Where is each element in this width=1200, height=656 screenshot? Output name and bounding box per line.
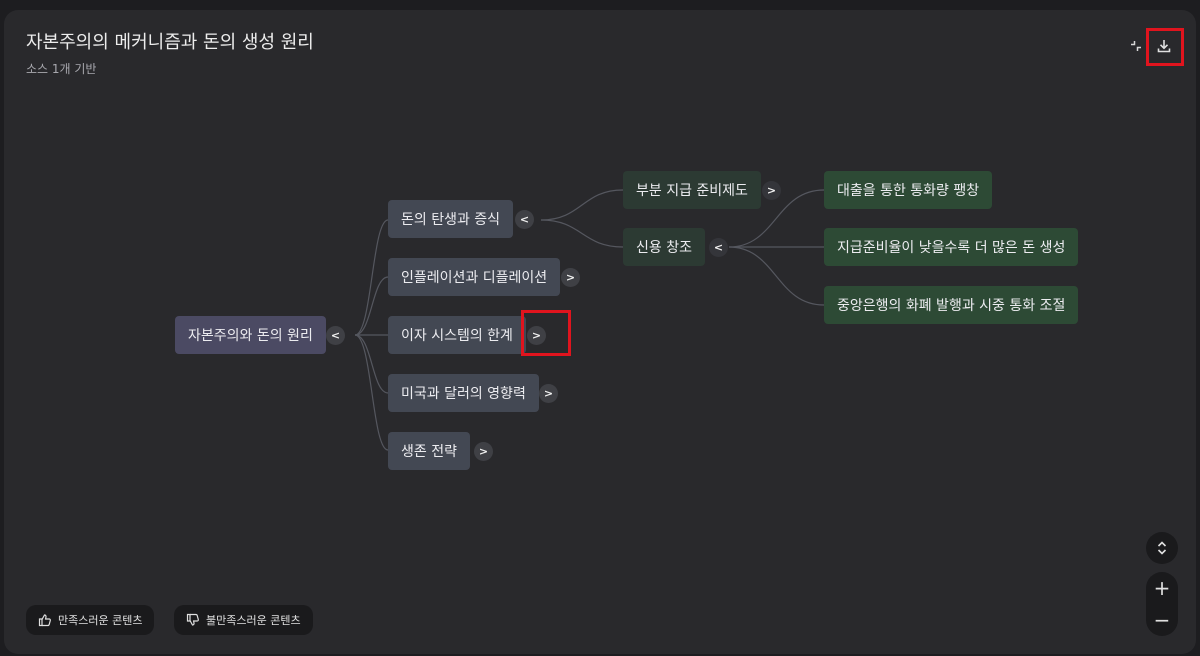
edge-root-to-survival <box>354 334 389 451</box>
collapse-arrows-icon <box>1131 41 1141 51</box>
thumbs-down-icon <box>186 613 199 626</box>
edge-root-to-birth <box>354 219 389 336</box>
node-money-birth-toggle[interactable]: < <box>515 210 534 229</box>
node-survival-strategy-toggle[interactable]: > <box>474 442 493 461</box>
mindmap-panel: 자본주의의 메커니즘과 돈의 생성 원리 소스 1개 기반 자본주의와 돈 <box>4 10 1196 654</box>
node-central-bank[interactable]: 중앙은행의 화폐 발행과 시중 통화 조절 <box>824 286 1079 324</box>
edge-root-to-dollar <box>354 334 389 394</box>
zoom-controls: + − <box>1146 572 1178 636</box>
node-credit-creation[interactable]: 신용 창조 <box>623 228 705 266</box>
collapse-button[interactable] <box>1124 34 1148 58</box>
page-title: 자본주의의 메커니즘과 돈의 생성 원리 <box>26 32 314 53</box>
node-dollar-influence-toggle[interactable]: > <box>539 384 558 403</box>
mindmap-connectors <box>354 189 825 451</box>
node-loan-expansion[interactable]: 대출을 통한 통화량 팽창 <box>824 171 993 209</box>
node-fractional-reserve[interactable]: 부분 지급 준비제도 <box>623 171 761 209</box>
edge-credit-to-loan <box>728 189 825 248</box>
node-interest-system[interactable]: 이자 시스템의 한계 <box>388 316 526 354</box>
edge-birth-to-reserve <box>540 189 624 221</box>
node-money-birth[interactable]: 돈의 탄생과 증식 <box>388 200 514 238</box>
node-inflation-toggle[interactable]: > <box>561 268 580 287</box>
download-button[interactable] <box>1152 34 1176 58</box>
node-interest-system-toggle[interactable]: > <box>527 326 546 345</box>
node-inflation[interactable]: 인플레이션과 디플레이션 <box>388 258 561 296</box>
positive-feedback-button[interactable]: 만족스러운 콘텐츠 <box>26 605 155 635</box>
root-node-toggle[interactable]: < <box>326 326 345 345</box>
positive-feedback-label: 만족스러운 콘텐츠 <box>58 614 143 627</box>
zoom-out-button[interactable]: − <box>1153 608 1171 632</box>
negative-feedback-button[interactable]: 불만족스러운 콘텐츠 <box>174 605 313 635</box>
root-node[interactable]: 자본주의와 돈의 원리 <box>175 316 326 354</box>
download-icon <box>1157 40 1171 53</box>
zoom-in-button[interactable]: + <box>1153 576 1171 600</box>
node-reserve-ratio[interactable]: 지급준비율이 낮을수록 더 많은 돈 생성 <box>824 228 1079 266</box>
edge-birth-to-credit <box>540 219 624 248</box>
expand-vertical-icon <box>1157 541 1167 555</box>
node-survival-strategy[interactable]: 생존 전략 <box>388 432 470 470</box>
edge-root-to-inflation <box>354 276 389 336</box>
source-count: 소스 1개 기반 <box>26 62 97 76</box>
node-dollar-influence[interactable]: 미국과 달러의 영향력 <box>388 374 539 412</box>
node-credit-creation-toggle[interactable]: < <box>709 238 728 257</box>
edge-credit-to-central <box>728 246 825 306</box>
thumbs-up-icon <box>38 614 51 627</box>
fit-view-button[interactable] <box>1146 532 1178 564</box>
node-fractional-reserve-toggle[interactable]: > <box>762 181 781 200</box>
negative-feedback-label: 불만족스러운 콘텐츠 <box>206 614 301 627</box>
